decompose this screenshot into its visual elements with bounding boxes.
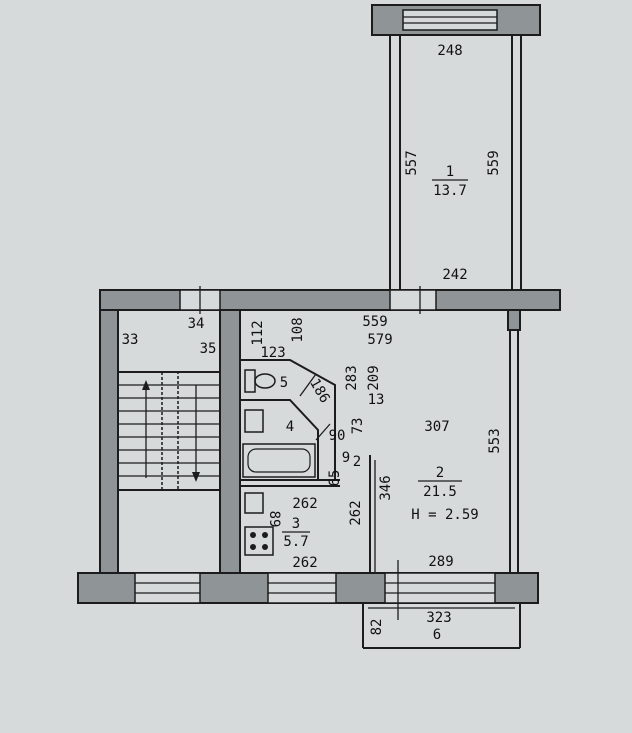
dim-262-upper: 262 <box>292 496 317 512</box>
dim-307: 307 <box>424 419 449 435</box>
dim-346: 346 <box>378 475 394 500</box>
dim-262-vertical: 262 <box>348 500 364 525</box>
dim-262-lower: 262 <box>292 555 317 571</box>
stove <box>244 526 274 556</box>
room-3-number: 3 <box>292 516 300 532</box>
dim-9: 9 <box>342 450 350 466</box>
dim-579: 579 <box>367 332 392 348</box>
dim-108: 108 <box>290 317 306 342</box>
sink <box>244 409 264 433</box>
dim-2: 2 <box>353 454 361 470</box>
bathroom-partitions <box>240 359 340 487</box>
dim-112: 112 <box>250 320 266 345</box>
dim-82: 82 <box>369 619 385 636</box>
left-wall <box>99 309 119 576</box>
balcony-bottom <box>362 603 521 649</box>
bathtub <box>242 443 316 478</box>
room-1-number: 1 <box>446 164 454 180</box>
top-wall <box>99 286 561 314</box>
dim-209: 209 <box>366 365 382 390</box>
ceiling-height: H = 2.59 <box>411 507 478 523</box>
dim-242: 242 <box>442 267 467 283</box>
dim-90: 90 <box>329 428 346 444</box>
room-2-area: 21.5 <box>423 484 457 500</box>
dim-34: 34 <box>188 316 205 332</box>
toilet <box>244 369 276 393</box>
dim-557: 557 <box>404 150 420 175</box>
dim-289: 289 <box>428 554 453 570</box>
dim-89: 89 <box>266 511 282 528</box>
room-5-number: 5 <box>280 375 288 391</box>
dim-248: 248 <box>437 43 462 59</box>
bottom-wall <box>77 560 539 620</box>
dim-123: 123 <box>260 345 285 361</box>
dim-553: 553 <box>487 428 503 453</box>
room-3-area: 5.7 <box>283 534 308 550</box>
dim-33: 33 <box>122 332 139 348</box>
dim-35: 35 <box>200 341 217 357</box>
room-4-number: 4 <box>286 419 294 435</box>
kitchen-sink <box>244 492 264 514</box>
room-2-number: 2 <box>436 465 444 481</box>
balcony-top <box>371 4 541 290</box>
staircase <box>118 371 220 491</box>
dim-559-top: 559 <box>362 314 387 330</box>
dim-65: 65 <box>327 470 343 487</box>
dim-73: 73 <box>350 418 366 435</box>
dim-283: 283 <box>344 365 360 390</box>
stair-wall <box>219 309 241 576</box>
room-1-area: 13.7 <box>433 183 467 199</box>
dim-323: 323 <box>426 610 451 626</box>
dim-559-right: 559 <box>486 150 502 175</box>
dim-13: 13 <box>368 392 385 408</box>
room-6-number: 6 <box>433 627 441 643</box>
